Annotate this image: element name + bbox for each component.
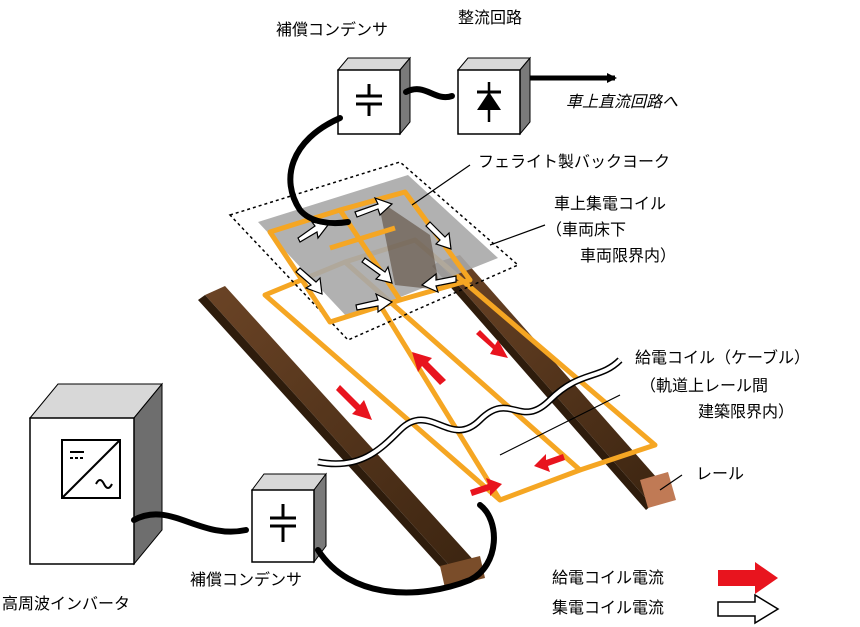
ferrite-label: フェライト製バックヨーク [478,152,671,171]
pickup-coil-label-3: 車両限界内） [580,246,677,265]
inverter-box [28,382,164,566]
legend-pickup-label: 集電コイル電流 [552,598,665,617]
legend-feed-arrow [718,562,778,594]
top-wires [287,86,455,227]
rectifier-label: 整流回路 [458,8,523,27]
comp-capacitor-bottom-label: 補償コンデンサ [190,570,303,589]
feed-coil-label-1: 給電コイル（ケーブル） [635,348,811,367]
legend-feed-label: 給電コイル電流 [552,568,665,587]
right-rail [432,255,676,510]
pickup-current-arrows [295,196,457,314]
inverter-label: 高周波インバータ [2,594,131,613]
capacitor-icon [270,504,296,542]
dc-circuit-label: 車上直流回路へ [566,92,679,111]
feed-current-arrows [336,330,565,496]
feed-coil-label-3: 建築限界内） [698,402,795,421]
comp-capacitor-top-label: 補償コンデンサ [276,20,389,39]
feed-coil-label-2: （軌道上レール間 [640,376,769,395]
legend-pickup-arrow [717,593,780,625]
rail-label: レール [696,464,745,483]
leader-lines [411,164,683,491]
legend [717,562,780,625]
feed-cable [317,357,623,468]
left-rail [198,286,485,588]
comp-capacitor-bottom-box [251,472,327,564]
inverter-icon [61,439,121,499]
capacitor-icon [356,84,382,116]
pickup-coil-label-2: （車両床下 [546,220,627,239]
comp-capacitor-top-box [336,56,412,136]
rectifier-box [456,56,532,136]
pickup-coil-label-1: 車上集電コイル [554,194,667,213]
diode-icon [477,82,501,122]
bottom-wires [131,502,497,596]
